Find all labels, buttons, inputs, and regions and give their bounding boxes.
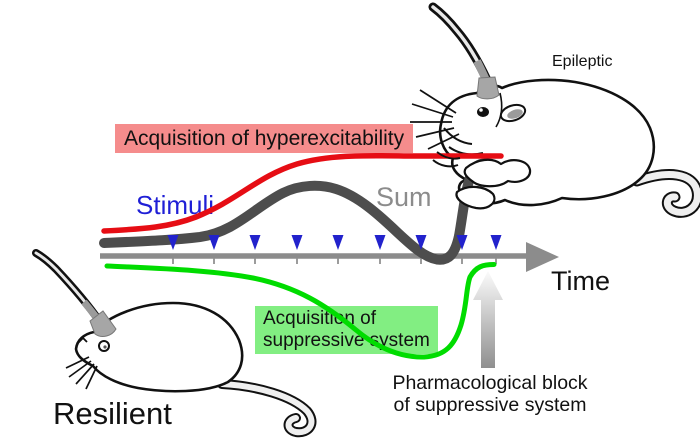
mouse-tail-inner xyxy=(219,381,315,436)
suppressive-label-line2: suppressive system xyxy=(263,330,430,351)
suppressive-label-line1: Acquisition of xyxy=(263,308,377,329)
sum-curve-label: Sum xyxy=(376,182,432,212)
suppressive-highlight-label: Acquisition of suppressive system xyxy=(255,306,438,354)
pharmacological-block-label: Pharmacological block of suppressive sys… xyxy=(370,372,610,416)
time-axis xyxy=(100,242,559,272)
epileptic-mouse-drawing xyxy=(410,2,700,218)
mouse-eye-glint xyxy=(479,108,483,112)
mouse-ear-inner xyxy=(507,109,523,119)
pharma-label-line1: Pharmacological block xyxy=(392,372,588,394)
mouse-cheek-line xyxy=(495,92,503,128)
stimuli-label: Stimuli xyxy=(136,190,215,220)
mouse-whiskers xyxy=(410,89,460,150)
mouse-whiskers xyxy=(65,356,98,390)
mouse-eye-pupil xyxy=(103,345,107,349)
mouse-tail-inner xyxy=(633,171,700,216)
pharmacological-block-arrow xyxy=(473,271,503,368)
electrode-implant xyxy=(476,76,500,100)
mouse-body xyxy=(438,78,656,207)
time-axis-ticks xyxy=(172,258,497,264)
epileptic-mouse-label: Epileptic xyxy=(552,53,613,70)
pharma-label-line2: of suppressive system xyxy=(393,394,587,416)
mouse-eye xyxy=(477,107,489,117)
time-axis-arrowhead xyxy=(526,242,559,272)
time-axis-label: Time xyxy=(551,266,610,296)
resilient-mouse-label: Resilient xyxy=(53,396,172,431)
hyperexcitability-highlight-label: Acquisition of hyperexcitability xyxy=(115,124,414,153)
mouse-nose xyxy=(77,336,88,344)
